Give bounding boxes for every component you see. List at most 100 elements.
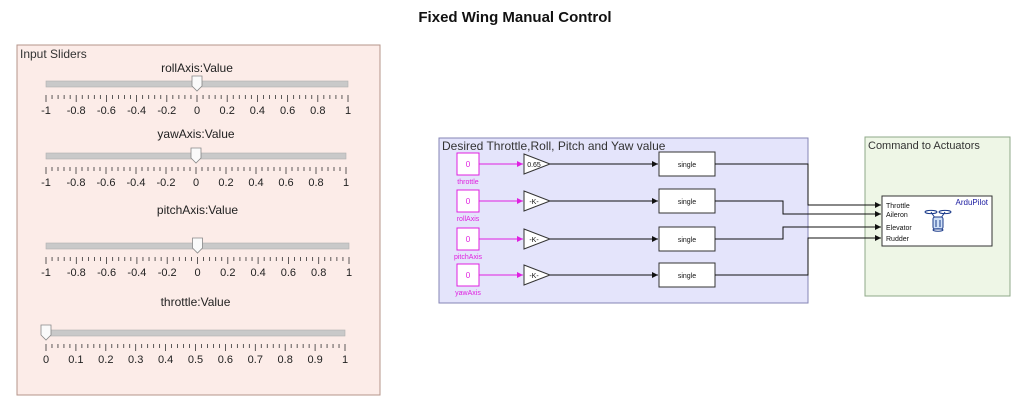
constant-label: pitchAxis [454,254,483,261]
slider-tick-label: -0.2 [158,267,177,279]
slider-thumb[interactable] [191,75,203,92]
slider-tick-label: -0.8 [67,177,86,189]
slider-tick-label: -0.8 [67,267,86,279]
signal-row-2: 0 rollAxis -K-single [456,188,716,223]
data-type-conversion-block[interactable] [658,151,716,177]
slider-tick-label: 0.6 [218,354,233,366]
constant-label: yawAxis [455,290,481,297]
slider-tick-label: 0.8 [278,354,293,366]
slider-tick-label: 0.9 [307,354,322,366]
gain-block[interactable] [523,190,552,212]
gain-value: 0.65 [527,162,541,169]
constant-label: throttle [457,179,479,186]
slider-tick-label: 1 [345,105,351,117]
page-title: Fixed Wing Manual Control [418,9,612,26]
slider-tick-label: 0.7 [248,354,263,366]
slider-tick-label: 0.4 [158,354,173,366]
ardupilot-port-elevator: Elevator [886,225,912,232]
slider-label: yawAxis:Value [157,127,234,141]
slider-3[interactable]: pitchAxis:Value -1 -0.8 -0.6 -0.4 -0.2 0 0.2 0.4… [41,203,352,279]
slider-tick-label: -0.2 [157,105,176,117]
slider-tick-label: 0 [193,177,199,189]
constant-label: rollAxis [457,216,480,223]
slider-tick-label: 0.4 [250,267,265,279]
slider-tick-label: -0.6 [97,177,116,189]
conversion-type: single [678,199,696,206]
output-wire-3 [715,224,881,240]
constant-value: 0 [466,197,471,206]
slider-label: pitchAxis:Value [157,203,238,217]
output-wire-2 [715,200,881,217]
slider-tick-label: -0.2 [157,177,176,189]
slider-tick-label: 0.6 [278,177,293,189]
slider-thumb[interactable] [190,147,202,164]
constant-value: 0 [466,271,471,280]
slider-tick-label: 0.8 [310,105,325,117]
slider-thumb[interactable] [192,237,203,254]
slider-tick-label: -0.4 [127,177,146,189]
data-type-conversion-block[interactable] [658,226,716,252]
desired-values-subsystem: Desired Throttle,Roll, Pitch and Yaw val… [438,137,809,304]
slider-tick-label: 0.4 [250,105,265,117]
subsystem-title: Desired Throttle,Roll, Pitch and Yaw val… [442,139,666,153]
data-type-conversion-block[interactable] [658,188,716,214]
slider-tick-label: 1 [346,267,352,279]
slider-tick-label: 0.2 [220,267,235,279]
slider-tick-label: 0.6 [281,267,296,279]
constant-value: 0 [466,160,471,169]
slider-tick-label: 0.2 [220,105,235,117]
slider-tick-label: 0.2 [218,177,233,189]
slider-tick-label: -0.4 [127,267,146,279]
slider-tick-label: 0.2 [98,354,113,366]
slider-thumb[interactable] [40,324,52,341]
ardupilot-port-aileron: Aileron [886,212,908,219]
command-to-actuators-panel: Command to Actuators ArduPilot ThrottleA… [864,136,1011,297]
slider-tick-label: -0.8 [67,105,86,117]
slider-tick-label: 0.4 [248,177,263,189]
desired-values-subsystem-frame [438,137,809,304]
signal-row-1: 0 throttle 0.65 single [456,151,716,186]
actuators-panel-title: Command to Actuators [868,140,980,152]
conversion-type: single [678,237,696,244]
ardupilot-port-throttle: Throttle [886,203,910,210]
output-wire-4 [715,235,881,276]
slider-tick-label: 0.8 [311,267,326,279]
signal-row-3: 0 pitchAxis -K-single [454,226,716,261]
slider-tick-label: 0 [194,105,200,117]
ardupilot-block-title: ArduPilot [956,198,989,207]
slider-tick-label: -0.6 [97,267,116,279]
input-sliders-panel-frame [16,44,381,396]
gain-value: -K- [529,199,539,206]
gain-block[interactable] [523,153,552,175]
gain-block[interactable] [523,228,552,250]
slider-label: throttle:Value [161,295,231,309]
slider-tick-label: 0.5 [188,354,203,366]
slider-tick-label: 0 [194,267,200,279]
slider-2[interactable]: yawAxis:Value -1 -0.8 -0.6 -0.4 -0.2 0 0.2 0.4 0.… [41,127,349,189]
data-type-conversion-block[interactable] [658,262,716,288]
constant-value: 0 [466,235,471,244]
slider-track[interactable] [45,329,346,337]
slider-tick-label: 0.8 [308,177,323,189]
slider-tick-label: 1 [342,354,348,366]
slider-tick-label: 0 [43,354,49,366]
slider-tick-label: -0.6 [97,105,116,117]
ardupilot-port-rudder: Rudder [886,236,910,243]
slider-tick-label: -1 [41,105,51,117]
slider-tick-label: -1 [41,267,51,279]
slider-label: rollAxis:Value [161,61,233,75]
slider-tick-label: 0.3 [128,354,143,366]
conversion-type: single [678,273,696,280]
slider-tick-label: -1 [41,177,51,189]
gain-value: -K- [529,237,539,244]
quadcopter-icon [924,209,952,232]
input-sliders-panel-title: Input Sliders [20,47,87,61]
slider-tick-label: 1 [343,177,349,189]
conversion-type: single [678,162,696,169]
gain-block[interactable] [523,264,552,286]
input-sliders-panel: Input Sliders rollAxis:Value -1 -0.8 -0.6 -0… [16,44,381,396]
